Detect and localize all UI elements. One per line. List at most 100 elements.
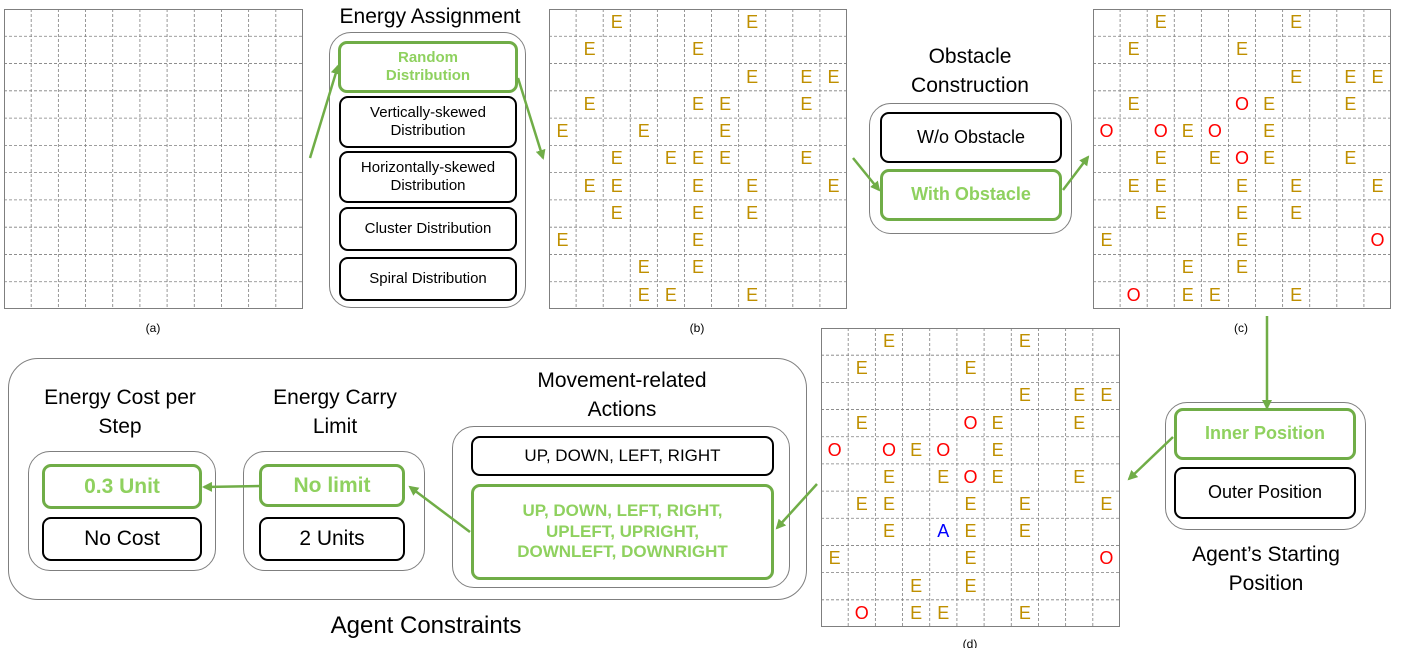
energy-cell: E: [610, 12, 623, 32]
obstacle-construction-option-label: W/o Obstacle: [916, 126, 1026, 147]
energy-cell: E: [1100, 494, 1113, 515]
energy-cost-title: Energy Cost per Step: [44, 386, 196, 439]
energy-cell: E: [964, 575, 977, 596]
energy-cell: E: [746, 66, 759, 87]
grid-a-lines: [4, 9, 303, 309]
arrow-energy-to-b: [516, 77, 546, 160]
energy-cell: E: [855, 412, 868, 433]
energy-cell: E: [827, 175, 840, 196]
energy-cell: E: [1290, 284, 1303, 305]
caption-d: (d): [962, 637, 978, 648]
energy-cell: E: [1018, 494, 1031, 515]
starting-position-title: Agent’s Starting Position: [1192, 543, 1340, 596]
energy-cell: E: [855, 358, 868, 379]
movement-title: Movement-related Actions: [537, 369, 707, 422]
energy-cell: E: [664, 284, 677, 305]
movement-option-label: UP, DOWN, LEFT, RIGHT, UPLEFT, UPRIGHT, …: [517, 501, 728, 562]
energy-cell: E: [910, 602, 923, 623]
energy-cell: E: [827, 66, 840, 87]
arrow-a-to-energy: [308, 64, 341, 159]
energy-cell: E: [1235, 39, 1248, 60]
energy-cell: E: [937, 602, 950, 623]
energy-cell: E: [1181, 121, 1194, 142]
energy-cell: E: [882, 494, 895, 515]
energy-cell: E: [964, 358, 977, 379]
arrow-obstacle-to-c: [1062, 155, 1090, 191]
energy-cell: E: [800, 148, 813, 169]
energy-cell: E: [1290, 12, 1303, 32]
movement-option-2: UP, DOWN, LEFT, RIGHT, UPLEFT, UPRIGHT, …: [471, 484, 774, 580]
energy-cell: E: [800, 66, 813, 87]
energy-cell: E: [1235, 202, 1248, 223]
obstacle-cell: O: [1207, 121, 1222, 142]
energy-cell: E: [556, 121, 569, 142]
energy-cell: E: [991, 466, 1004, 487]
obstacle-construction-title: Obstacle Construction: [911, 45, 1029, 98]
energy-assignment-option-2: Vertically-skewed Distribution: [339, 96, 517, 148]
energy-assignment-option-3: Horizontally-skewed Distribution: [339, 151, 517, 203]
starting-position-option-2: Outer Position: [1174, 467, 1356, 519]
energy-assignment-option-5: Spiral Distribution: [339, 257, 517, 301]
energy-cell: E: [610, 202, 623, 223]
grid-b-lines: [549, 9, 847, 309]
arrow-start-to-d: [1127, 436, 1174, 481]
energy-cell: E: [937, 466, 950, 487]
obstacle-cell: O: [1234, 93, 1249, 114]
energy-cell: E: [1235, 257, 1248, 278]
energy-cell: E: [1371, 175, 1384, 196]
starting-position-option-label: Inner Position: [1204, 423, 1325, 444]
energy-assignment-option-label: Cluster Distribution: [364, 220, 492, 237]
energy-cell: E: [691, 230, 704, 251]
energy-cell: E: [1018, 331, 1031, 351]
energy-cell: E: [1127, 93, 1140, 114]
energy-cell: E: [800, 93, 813, 114]
obstacle-cell: O: [963, 466, 978, 487]
energy-cell: E: [910, 575, 923, 596]
obstacle-cell: O: [854, 602, 869, 623]
energy-cell: E: [991, 439, 1004, 460]
energy-cell: E: [882, 331, 895, 351]
energy-cell: E: [1290, 66, 1303, 87]
starting-position-option-label: Outer Position: [1207, 482, 1323, 503]
energy-cell: E: [1073, 412, 1086, 433]
energy-cell: E: [719, 93, 732, 114]
obstacle-cell: O: [1126, 284, 1141, 305]
energy-cell: E: [610, 148, 623, 169]
energy-assignment-option-label: Random Distribution: [385, 49, 471, 84]
energy-cell: E: [964, 494, 977, 515]
carry-limit-option-label: No limit: [293, 473, 371, 497]
energy-cost-option-label: No Cost: [84, 527, 160, 551]
energy-cell: E: [746, 12, 759, 32]
energy-cell: E: [1073, 466, 1086, 487]
energy-cell: E: [610, 175, 623, 196]
energy-cell: E: [828, 548, 841, 569]
energy-cell: E: [1154, 12, 1167, 32]
energy-cell: E: [746, 175, 759, 196]
energy-cell: E: [1344, 93, 1357, 114]
obstacle-cell: O: [881, 439, 896, 460]
energy-cell: E: [691, 175, 704, 196]
energy-cell: E: [1344, 66, 1357, 87]
agent-constraints-title: Agent Constraints: [330, 612, 522, 639]
energy-cell: E: [1371, 66, 1384, 87]
energy-cell: E: [637, 121, 650, 142]
obstacle-construction-option-1: W/o Obstacle: [880, 112, 1062, 163]
energy-cell: E: [882, 466, 895, 487]
energy-cell: E: [1235, 175, 1248, 196]
arrow-d-to-movement: [775, 483, 818, 530]
energy-cell: E: [1073, 385, 1086, 406]
obstacle-cell: O: [1234, 148, 1249, 169]
energy-cell: E: [1263, 148, 1276, 169]
energy-cell: E: [1181, 284, 1194, 305]
energy-cell: E: [991, 412, 1004, 433]
energy-cell: E: [1181, 257, 1194, 278]
energy-cell: E: [1208, 284, 1221, 305]
energy-cell: E: [855, 494, 868, 515]
energy-cell: E: [637, 284, 650, 305]
carry-limit-option-label: 2 Units: [299, 527, 365, 551]
energy-cell: E: [1290, 202, 1303, 223]
